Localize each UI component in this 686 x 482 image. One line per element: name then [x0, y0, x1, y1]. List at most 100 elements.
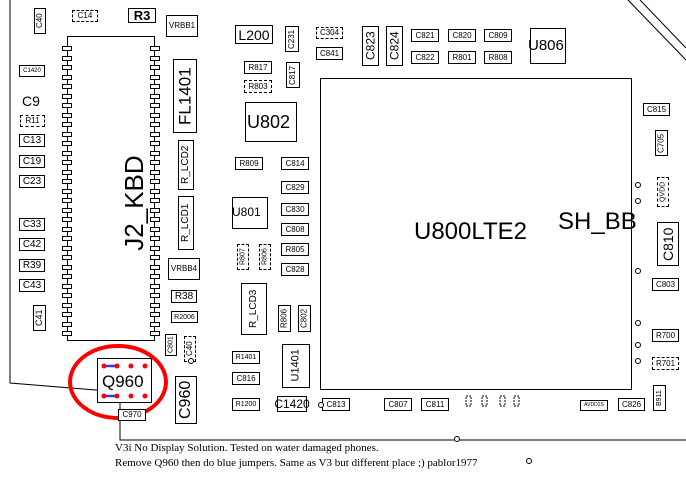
connector-pin	[150, 84, 160, 89]
c809-part: C809	[484, 29, 512, 42]
via	[635, 320, 641, 326]
r809-part: R809	[235, 157, 263, 170]
c821-part: C821	[411, 29, 439, 42]
connector-pin	[62, 255, 72, 260]
r805-part: R805	[281, 243, 309, 256]
via	[635, 198, 641, 204]
r817-part: R817	[244, 61, 272, 74]
c33-part: C33	[19, 218, 45, 231]
connector-pin	[150, 74, 160, 80]
connector-pin	[62, 103, 72, 108]
connector-pin	[62, 141, 72, 146]
connector-pin	[62, 283, 72, 289]
connector-pin	[150, 302, 160, 308]
connector-pin	[62, 236, 72, 241]
caption-line-2: Remove Q960 then do blue jumpers. Same a…	[115, 457, 478, 469]
connector-pin	[150, 112, 160, 118]
connector-pin	[150, 141, 160, 146]
connector-pin	[62, 179, 72, 184]
c970-part: C970	[118, 409, 146, 421]
c43-part: C43	[19, 279, 45, 292]
r701-part: R701	[652, 357, 679, 370]
c13-part: C13	[19, 134, 45, 147]
connector-pin	[150, 150, 160, 156]
avdd-part: AVDD2S	[580, 400, 608, 411]
r38-part: R38	[171, 290, 197, 303]
connector-pin	[150, 331, 160, 336]
connector-pin	[62, 160, 72, 165]
connector-pin	[150, 207, 160, 213]
connector-pin	[150, 255, 160, 260]
connector-pin	[62, 93, 72, 99]
c9-label: C9	[22, 93, 40, 109]
keyboard-connector	[67, 36, 155, 341]
connector-pin	[150, 283, 160, 289]
connector-pin	[150, 122, 160, 127]
c803-part: C803	[652, 278, 679, 291]
r2006-part: R2006	[171, 311, 198, 323]
c816-part: C816	[232, 372, 260, 385]
connector-pin	[62, 122, 72, 127]
connector-pin	[62, 217, 72, 222]
connector-pin	[150, 55, 160, 61]
r801-part: R801	[448, 51, 476, 64]
connector-pin	[62, 331, 72, 336]
connector-pin	[150, 46, 160, 51]
via	[635, 358, 641, 364]
r803-part: R803	[244, 80, 272, 93]
c815-part: C815	[643, 103, 670, 116]
u801-label: U801	[232, 205, 261, 219]
connector-pin	[62, 207, 72, 213]
connector-pin	[150, 169, 160, 175]
main-chip	[320, 78, 632, 390]
connector-pin	[62, 150, 72, 156]
c811-part: C811	[421, 398, 449, 411]
connector-pin	[62, 321, 72, 327]
c1420b-part: C1420	[274, 396, 310, 412]
via	[318, 402, 324, 408]
c808-part: C808	[281, 223, 309, 236]
via	[526, 458, 532, 464]
l200-part: L200	[235, 25, 273, 44]
u806-part	[530, 28, 566, 64]
c829-part: C829	[281, 181, 309, 194]
connector-pin	[150, 226, 160, 232]
connector-pin	[62, 274, 72, 279]
via	[635, 182, 641, 188]
connector-pin	[150, 131, 160, 137]
connector-pin	[62, 226, 72, 232]
connector-pin	[150, 65, 160, 70]
connector-pin	[62, 198, 72, 203]
connector-pin	[62, 55, 72, 61]
c42-part: C42	[19, 238, 45, 251]
connector-pin	[62, 302, 72, 308]
connector-pin	[150, 264, 160, 270]
r808-part: R808	[484, 51, 512, 64]
c814-part: C814	[281, 157, 309, 170]
c841-part: C841	[316, 47, 343, 60]
u802-part	[245, 102, 297, 142]
c820-part: C820	[448, 29, 476, 42]
r1200-part: R1200	[232, 398, 260, 411]
r1401-part: R1401	[232, 351, 260, 364]
connector-pin	[62, 312, 72, 317]
u801-part	[232, 197, 268, 229]
connector-pin	[62, 131, 72, 137]
connector-pin	[150, 293, 160, 298]
c304-part: C304	[316, 27, 343, 39]
via	[454, 436, 460, 442]
u806-label: U806	[528, 37, 564, 54]
connector-pin	[150, 160, 160, 165]
r3-part: R3	[128, 8, 156, 23]
connector-pin	[150, 236, 160, 241]
sh-bb-label: SH_BB	[558, 208, 637, 235]
connector-pin	[62, 293, 72, 298]
r700-part: R700	[652, 329, 679, 342]
r11-part: R11	[20, 115, 45, 127]
u1401-part	[282, 344, 310, 388]
r39-part: R39	[19, 259, 45, 272]
c822-part: C822	[411, 51, 439, 64]
connector-pin	[150, 217, 160, 222]
via	[188, 358, 194, 364]
